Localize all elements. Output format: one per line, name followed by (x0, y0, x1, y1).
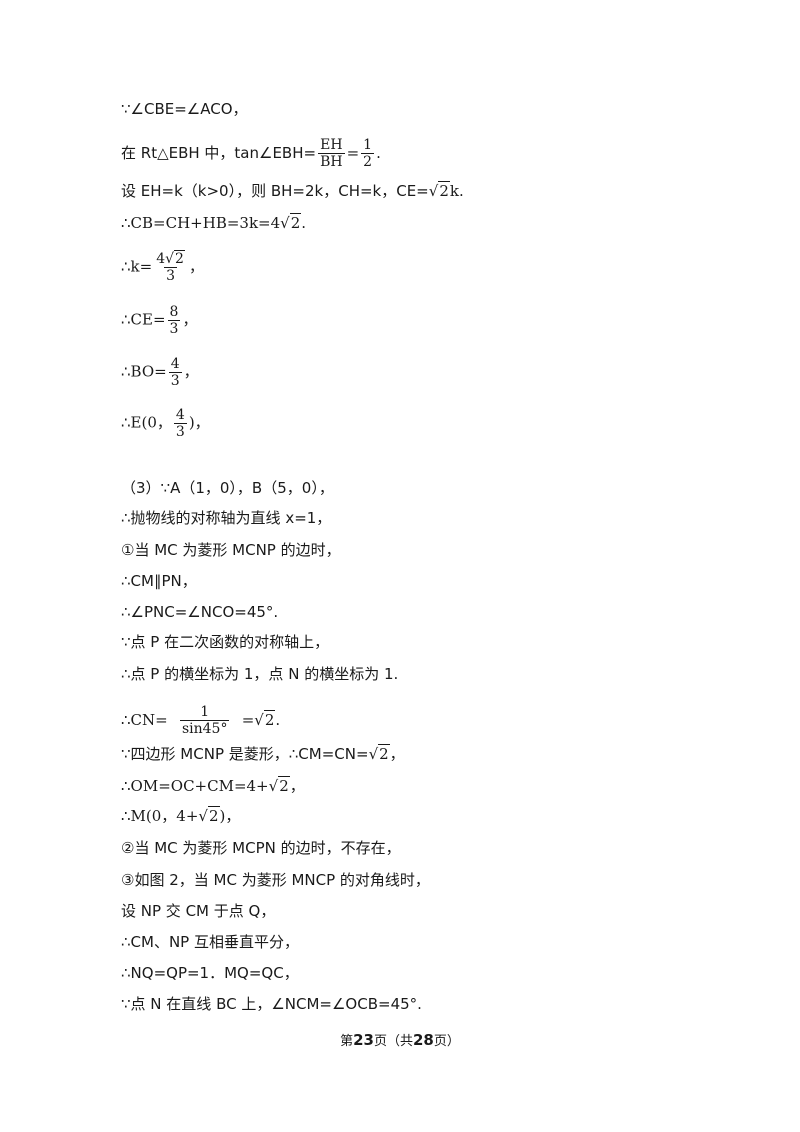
proof-line: 设 EH=k（k>0），则 BH=2k，CH=k，CE=√2k. (121, 181, 464, 201)
radicand: 2 (207, 806, 220, 825)
text: ∴k= (121, 257, 153, 276)
numerator: 4 (170, 356, 180, 372)
proof-line: ∴点 P 的横坐标为 1，点 N 的横坐标为 1. (121, 665, 399, 683)
text: ∴CE= (121, 310, 166, 329)
radicand: 2 (378, 744, 390, 763)
proof-line: ∴CM∥PN， (121, 572, 197, 590)
proof-line: ∴OM=OC+CM=4+√2， (121, 776, 305, 796)
sqrt: √2 (428, 181, 450, 200)
text: ∴CB=CH+HB=3k=4 (121, 214, 281, 232)
sqrt: √2 (280, 213, 302, 232)
text: ∴CN= (121, 711, 168, 729)
text: ， (182, 310, 198, 329)
footer-text: 第 (340, 1034, 354, 1049)
radicand: 2 (174, 250, 185, 267)
page-number: 23 (353, 1031, 374, 1049)
text: . (301, 214, 307, 232)
text: = (241, 711, 255, 729)
denominator: 3 (173, 423, 187, 440)
radicand: 2 (289, 213, 302, 232)
numerator: 1 (363, 137, 373, 153)
text: 在 Rt△EBH 中，tan∠EBH= (121, 144, 317, 162)
proof-line: ∵∠CBE=∠ACO， (121, 100, 248, 118)
proof-line: ∴CM、NP 互相垂直平分， (121, 933, 299, 951)
proof-line: 设 NP 交 CM 于点 Q， (121, 902, 276, 920)
text: . (376, 144, 381, 162)
sqrt: √2 (254, 710, 276, 729)
proof-line: ∴M(0，4+√2)， (121, 806, 240, 826)
proof-line: ∴抛物线的对称轴为直线 x=1， (121, 509, 332, 527)
text: . (275, 711, 281, 729)
radicand: 2 (438, 181, 450, 200)
text: = (346, 144, 360, 162)
denominator: 3 (164, 267, 178, 284)
text: 4 (156, 251, 166, 267)
text: ∵四边形 MCNP 是菱形，∴CM=CN= (121, 745, 369, 763)
denominator: BH (318, 153, 345, 170)
footer-text: 页） (433, 1034, 460, 1049)
text: ， (183, 362, 199, 381)
text: )， (188, 413, 210, 432)
numerator: 4√2 (154, 250, 187, 267)
proof-line: ∵四边形 MCNP 是菱形，∴CM=CN=√2， (121, 744, 405, 764)
proof-line: ∴CB=CH+HB=3k=4√2. (121, 213, 306, 233)
page-total: 28 (413, 1031, 434, 1049)
sqrt: √2 (268, 776, 290, 795)
numerator: EH (320, 137, 343, 153)
text: ∴E(0， (121, 413, 172, 432)
denominator: 3 (168, 372, 182, 389)
text: ∴OM=OC+CM=4+ (121, 777, 269, 795)
proof-line: ∴∠PNC=∠NCO=45°. (121, 603, 279, 621)
numerator: 1 (200, 704, 210, 720)
proof-line: （3）∵A（1，0），B（5，0）， (121, 479, 334, 497)
text: )， (219, 807, 241, 825)
sqrt: √2 (198, 806, 220, 825)
text: ， (289, 777, 305, 795)
numerator: 8 (169, 304, 179, 320)
footer-text: 页（共 (373, 1034, 413, 1049)
proof-line: ∴NQ=QP=1．MQ=QC， (121, 964, 299, 982)
sqrt: √2 (165, 250, 185, 267)
radicand: 2 (263, 710, 276, 729)
proof-line: ①当 MC 为菱形 MCNP 的边时， (121, 541, 341, 559)
proof-line: ②当 MC 为菱形 MCPN 的边时，不存在， (121, 839, 401, 857)
text: ， (188, 257, 204, 276)
text: ∴M(0，4+ (121, 807, 199, 825)
denominator: 2 (361, 153, 375, 170)
numerator: 4 (175, 407, 185, 423)
page-footer: 第23页（共28页） (0, 1030, 800, 1049)
proof-line: ③如图 2，当 MC 为菱形 MNCP 的对角线时， (121, 871, 430, 889)
text: ， (389, 745, 405, 763)
text: k. (449, 182, 464, 200)
text: 设 EH=k（k>0），则 BH=2k，CH=k，CE= (121, 182, 429, 200)
text: ∴BO= (121, 362, 167, 381)
radicand: 2 (278, 776, 290, 795)
proof-line: ∵点 N 在直线 BC 上，∠NCM=∠OCB=45°. (121, 995, 422, 1013)
sqrt: √2 (368, 744, 390, 763)
denominator: 3 (167, 320, 181, 337)
proof-line: ∵点 P 在二次函数的对称轴上， (121, 633, 330, 651)
denominator: sin45° (179, 720, 230, 737)
